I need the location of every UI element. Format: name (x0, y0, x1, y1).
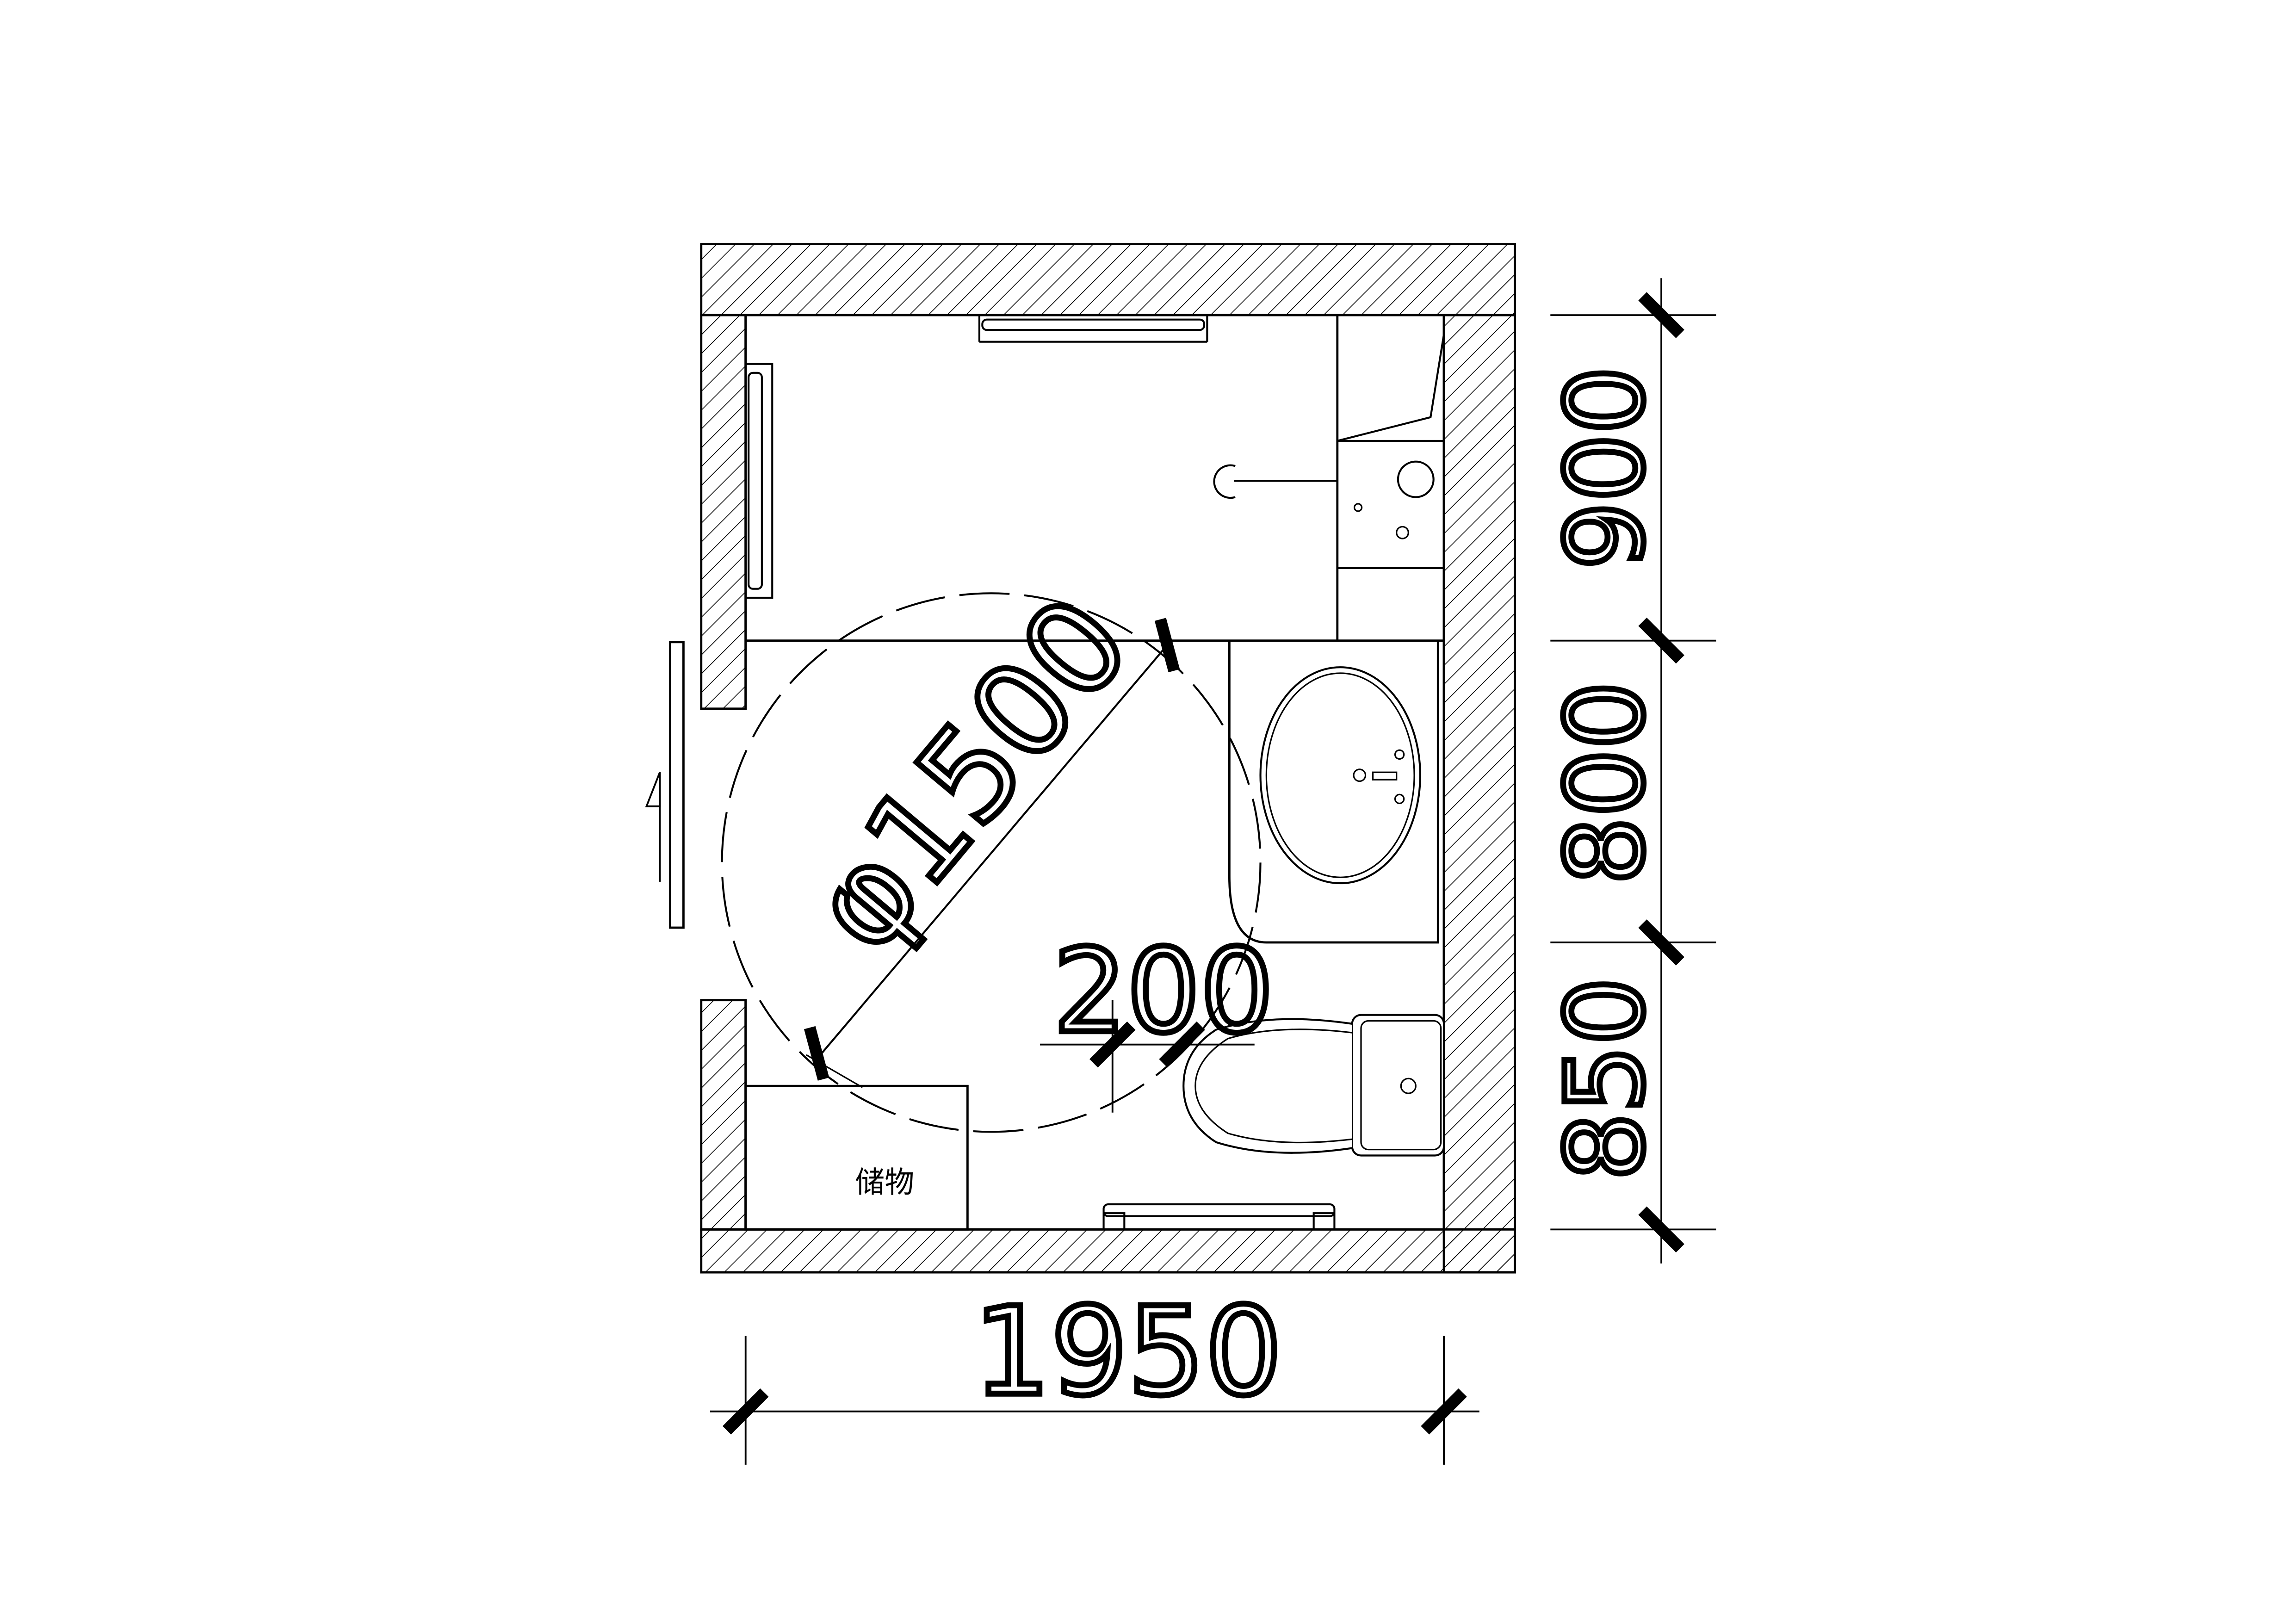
height-middle-label: 800 (1544, 681, 1668, 885)
grab-bar-bottom (1102, 1203, 1336, 1230)
height-dimensions: 900 800 850 (1541, 278, 1716, 1264)
height-top-label: 900 (1544, 366, 1668, 570)
shower-zone (745, 315, 1444, 642)
height-bottom-label: 850 (1544, 977, 1668, 1180)
clearance-label: 200 (1053, 924, 1274, 1059)
storage-cabinet: 储物 (744, 1084, 969, 1231)
grab-bar-left (745, 363, 774, 599)
sliding-door (645, 641, 685, 929)
walls (700, 243, 1516, 1274)
turning-diameter-label: φ1500 (782, 570, 1158, 978)
washbasin (1228, 640, 1439, 944)
toilet (1182, 1014, 1445, 1157)
width-label: 1950 (973, 1281, 1282, 1422)
width-dimension: 1950 (710, 1278, 1479, 1465)
grab-bar-top (978, 315, 1208, 343)
storage-label: 储物 (855, 1165, 914, 1200)
shower-valve-box (1336, 334, 1445, 570)
clearance-dimension: 200 (1040, 921, 1276, 1113)
